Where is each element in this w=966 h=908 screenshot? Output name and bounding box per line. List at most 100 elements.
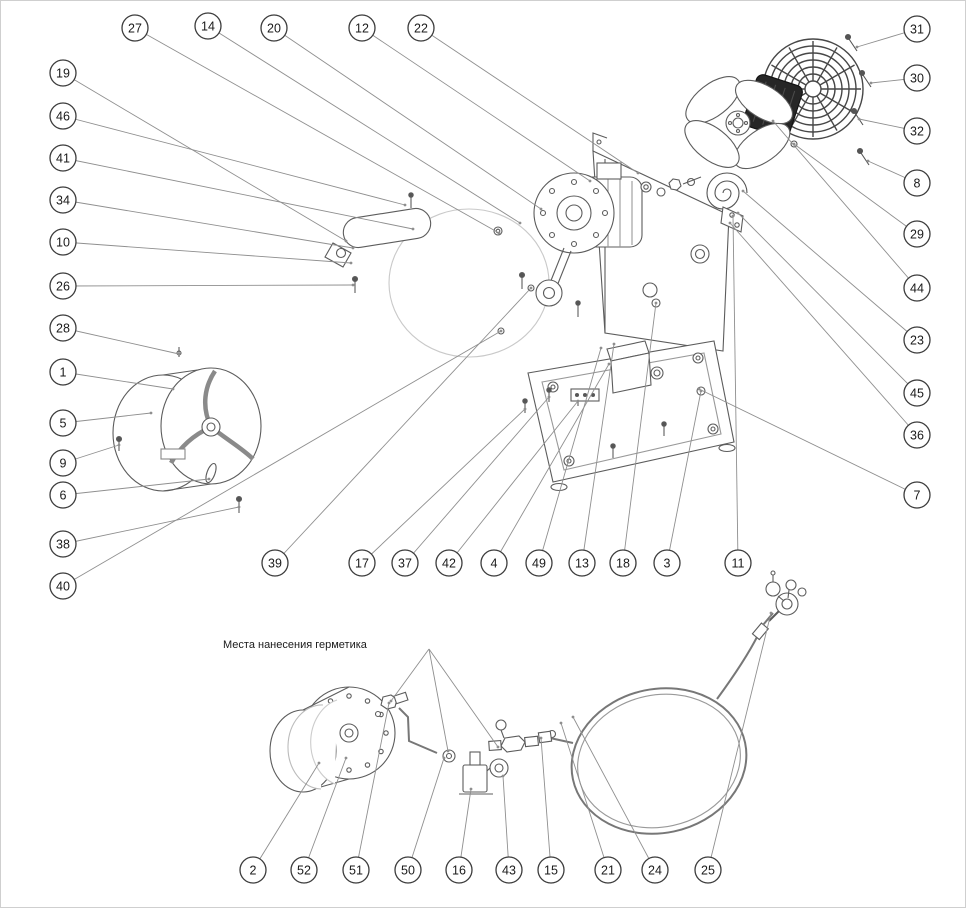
leader-dot [411, 227, 415, 231]
leader-line-1 [62, 371, 174, 390]
leader-dot [117, 443, 121, 447]
balloon-circle [525, 549, 553, 577]
callout-balloon-1: 1 [49, 358, 77, 386]
leader-dot [771, 119, 775, 123]
callout-balloon-2: 2 [239, 856, 267, 884]
balloon-number: 20 [267, 21, 281, 35]
callout-balloon-46: 46 [49, 102, 77, 130]
callout-balloon-31: 31 [903, 15, 931, 43]
callout-balloon-13: 13 [568, 549, 596, 577]
leader-line-4 [493, 363, 610, 564]
leader-line-12 [361, 27, 591, 182]
leader-dot [736, 211, 740, 215]
balloon-circle [903, 274, 931, 302]
callout-balloon-9: 9 [49, 449, 77, 477]
balloon-circle [480, 549, 508, 577]
annotation-lines [389, 648, 500, 753]
balloon-circle [342, 856, 370, 884]
callout-balloon-5: 5 [49, 409, 77, 437]
annotation-dot [446, 749, 450, 753]
annotation-line [428, 648, 449, 752]
leader-line-41 [62, 157, 414, 230]
leader-dot [547, 395, 551, 399]
balloon-circle [495, 856, 523, 884]
fuel-hose-coil [537, 612, 774, 835]
callout-balloon-14: 14 [194, 12, 222, 40]
balloon-number: 22 [414, 21, 428, 35]
leader-dot [612, 342, 616, 346]
leader-line-39 [274, 287, 532, 564]
leader-dot [769, 611, 773, 615]
balloon-circle [239, 856, 267, 884]
leader-line-51 [355, 702, 390, 871]
balloon-circle [537, 856, 565, 884]
balloon-circle [348, 14, 376, 42]
callout-balloon-27: 27 [121, 14, 149, 42]
balloon-circle [641, 856, 669, 884]
callout-balloon-15: 15 [537, 856, 565, 884]
balloon-circle [391, 549, 419, 577]
callout-balloon-19: 19 [49, 59, 77, 87]
leader-line-21 [560, 722, 609, 871]
balloon-number: 6 [60, 488, 67, 502]
leader-dot [177, 352, 181, 356]
balloon-number: 5 [60, 416, 67, 430]
leader-dot [636, 171, 640, 175]
leader-line-19 [62, 72, 347, 242]
balloon-circle [49, 272, 77, 300]
leader-dot [317, 761, 321, 765]
balloon-circle [49, 530, 77, 558]
balloon-circle [194, 12, 222, 40]
balloon-number: 51 [349, 863, 363, 877]
assembly-drawing [112, 33, 872, 835]
leader-dot [855, 45, 859, 49]
balloon-circle [594, 856, 622, 884]
leader-dot [499, 329, 503, 333]
leader-dot [523, 407, 527, 411]
leader-dot [387, 701, 391, 705]
balloon-circle [49, 481, 77, 509]
leader-dot [539, 207, 543, 211]
balloon-circle [49, 102, 77, 130]
balloon-circle [903, 117, 931, 145]
leader-dot [866, 159, 870, 163]
balloon-number: 9 [60, 456, 67, 470]
leader-line-36 [729, 222, 918, 436]
callout-balloon-50: 50 [394, 856, 422, 884]
leader-dot [344, 239, 348, 243]
leader-line-49 [538, 347, 602, 564]
balloon-circle [261, 549, 289, 577]
leader-line-29 [793, 143, 918, 235]
callout-balloon-22: 22 [407, 14, 435, 42]
balloon-circle [568, 549, 596, 577]
callout-balloon-44: 44 [903, 274, 931, 302]
callout-balloon-29: 29 [903, 220, 931, 248]
leader-line-22 [420, 27, 639, 174]
callout-balloon-24: 24 [641, 856, 669, 884]
balloon-number: 26 [56, 279, 70, 293]
balloon-number: 16 [452, 863, 466, 877]
leader-line-43 [502, 775, 510, 871]
leader-line-17 [361, 408, 526, 564]
pressure-regulator [765, 570, 807, 622]
callout-balloon-52: 52 [290, 856, 318, 884]
balloon-circle [724, 549, 752, 577]
leader-dot [349, 261, 353, 265]
balloon-number: 10 [56, 235, 70, 249]
leader-line-2 [252, 762, 320, 871]
leader-line-20 [273, 27, 542, 210]
balloon-number: 27 [128, 21, 142, 35]
balloon-circle [903, 481, 931, 509]
leader-dot [559, 721, 563, 725]
balloon-circle [903, 421, 931, 449]
leader-dot [607, 362, 611, 366]
balloon-number: 23 [910, 333, 924, 347]
balloon-number: 14 [201, 19, 215, 33]
leader-dot [728, 221, 732, 225]
leader-dot [351, 246, 355, 250]
leader-dot [442, 756, 446, 760]
balloon-circle [49, 228, 77, 256]
blower-wheel [269, 686, 396, 793]
balloon-circle [394, 856, 422, 884]
leader-line-6 [62, 478, 210, 496]
